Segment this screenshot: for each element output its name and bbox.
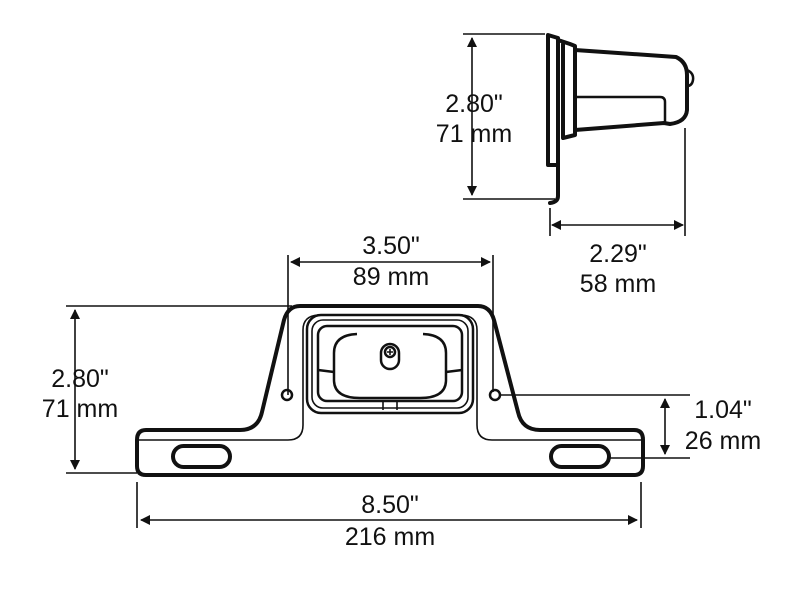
lamp-width-mm: 89 mm [353, 263, 429, 291]
side-height-mm: 71 mm [436, 120, 512, 148]
mount-hole-left [280, 388, 294, 402]
hole-offset-dimension [500, 394, 690, 459]
front-height-mm: 71 mm [42, 395, 118, 423]
front-view-bracket [135, 304, 645, 477]
lamp-width-inches: 3.50" [362, 232, 420, 260]
hole-offset-mm: 26 mm [685, 427, 761, 455]
side-depth-inches: 2.29" [589, 240, 647, 268]
front-width-mm: 216 mm [345, 523, 435, 551]
mount-hole-right [488, 388, 502, 402]
front-height-inches: 2.80" [51, 365, 109, 393]
hole-offset-inches: 1.04" [694, 396, 752, 424]
front-height-dimension [66, 305, 292, 474]
front-width-inches: 8.50" [361, 491, 419, 519]
side-depth-mm: 58 mm [580, 270, 656, 298]
side-depth-dimension [549, 128, 686, 236]
front-width-dimension [136, 482, 642, 528]
lamp-lens [316, 324, 464, 403]
lamp-width-dimension [287, 255, 494, 395]
side-height-dimension [463, 33, 555, 200]
side-height-inches: 2.80" [445, 90, 503, 118]
slot-left [171, 444, 232, 469]
screw-icon [379, 342, 401, 371]
slot-right [549, 444, 611, 469]
side-view [546, 33, 695, 205]
lamp-housing [305, 313, 475, 415]
